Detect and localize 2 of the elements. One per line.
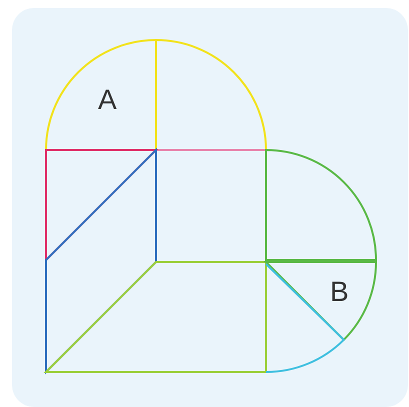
region-label: B <box>330 278 349 306</box>
region-label: A <box>98 86 117 114</box>
